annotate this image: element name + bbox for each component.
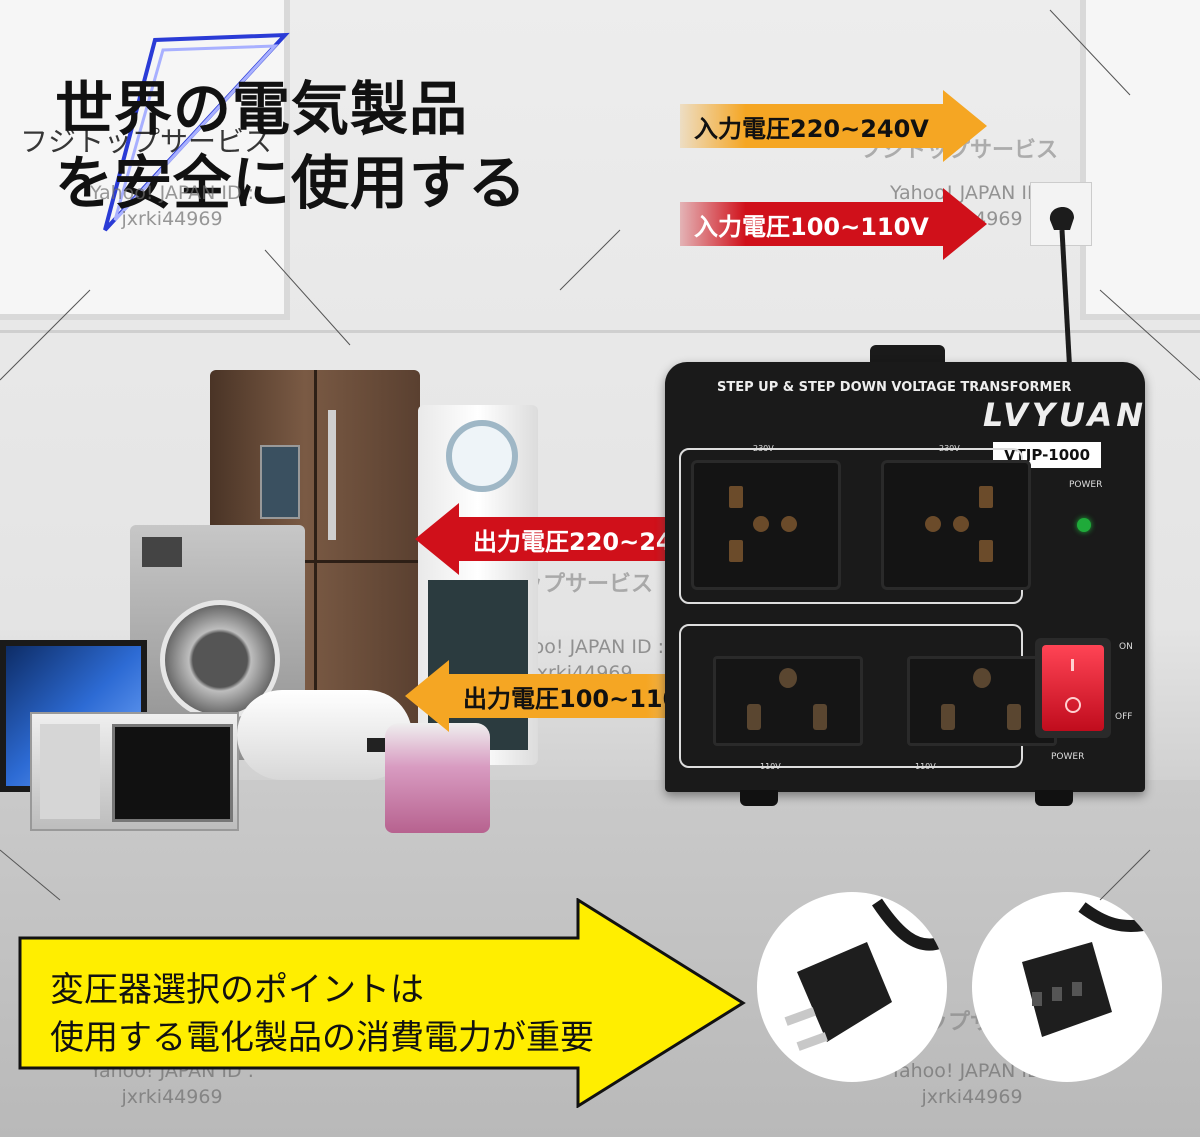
switch-power-label: POWER bbox=[1051, 752, 1085, 762]
microwave-icon bbox=[30, 712, 239, 831]
headline-line1: 世界の電気製品 bbox=[55, 75, 469, 143]
input-low-arrow-label: 入力電圧100~110V bbox=[680, 202, 943, 246]
us-socket-icon bbox=[713, 656, 863, 746]
wall-line bbox=[0, 330, 1200, 333]
watermark-id: Yahoo! JAPAN ID : jxrki44969 bbox=[90, 180, 254, 232]
watermark-id-value: jxrki44969 bbox=[921, 1086, 1023, 1108]
transformer-brand: LVYUAN bbox=[983, 396, 1148, 434]
universal-socket-icon bbox=[881, 460, 1031, 590]
input-low-arrow: 入力電圧100~110V bbox=[680, 188, 987, 260]
switch-off-label: OFF bbox=[1115, 712, 1133, 722]
universal-socket-icon bbox=[691, 460, 841, 590]
label-230-right: 230V bbox=[939, 444, 960, 453]
model-badge: VTJP-1000 bbox=[993, 442, 1101, 468]
callout-line2: 使用する電化製品の消費電力が重要 bbox=[50, 1018, 594, 1058]
us-plug-icon bbox=[784, 898, 945, 1051]
outlets-230 bbox=[691, 460, 1031, 590]
watermark-brand: フジトップサービス bbox=[20, 125, 273, 158]
input-high-arrow-label: 入力電圧220~240V bbox=[680, 104, 943, 148]
label-230-left: 230V bbox=[753, 444, 774, 453]
headline-line2: を安全に使用する bbox=[55, 149, 528, 217]
water-heater-icon bbox=[237, 690, 412, 780]
transformer: STEP UP & STEP DOWN VOLTAGE TRANSFORMER … bbox=[665, 362, 1145, 792]
power-switch[interactable] bbox=[1035, 638, 1111, 738]
rice-cooker-icon bbox=[385, 723, 490, 833]
iec-connector-icon bbox=[1022, 902, 1159, 1037]
us-socket-icon bbox=[907, 656, 1057, 746]
switch-on-label: ON bbox=[1119, 642, 1133, 652]
watermark-id-value: jxrki44969 bbox=[121, 1086, 223, 1108]
power-indicator-label: POWER bbox=[1069, 480, 1103, 490]
watermark-id-label: Yahoo! JAPAN ID : bbox=[90, 182, 255, 204]
iec-connector-circle bbox=[972, 892, 1162, 1082]
decorative-triangle-icon bbox=[103, 32, 290, 232]
callout-arrow-icon bbox=[18, 898, 746, 1108]
transformer-foot bbox=[740, 790, 778, 806]
outlets-110 bbox=[713, 656, 1057, 746]
us-plug-circle bbox=[757, 892, 947, 1082]
callout-line1: 変圧器選択のポイントは bbox=[50, 970, 424, 1010]
power-led-icon bbox=[1077, 518, 1091, 532]
input-plug-icon bbox=[1049, 206, 1074, 376]
label-110-right: 110V bbox=[915, 762, 936, 771]
window-pane-left bbox=[0, 0, 290, 320]
watermark-id-label: Yahoo! JAPAN ID : bbox=[500, 636, 665, 658]
transformer-foot bbox=[1035, 790, 1073, 806]
transformer-top-label: STEP UP & STEP DOWN VOLTAGE TRANSFORMER bbox=[717, 380, 1072, 395]
label-110-left: 110V bbox=[760, 762, 781, 771]
watermark-id-value: jxrki44969 bbox=[121, 208, 223, 230]
input-high-arrow: 入力電圧220~240V bbox=[680, 90, 987, 162]
